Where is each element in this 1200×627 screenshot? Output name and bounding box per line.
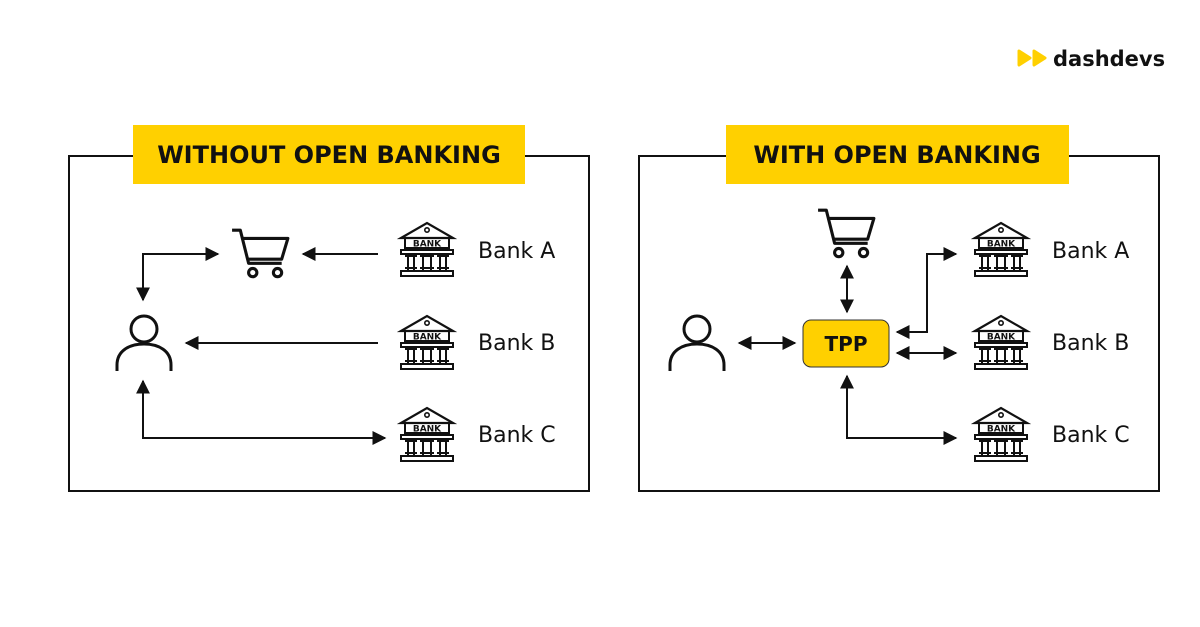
panel-title: WITHOUT OPEN BANKING bbox=[157, 141, 501, 169]
arrow-user-cart bbox=[136, 247, 220, 302]
arrow-user-bank-c bbox=[136, 379, 387, 445]
bank-b-label: Bank B bbox=[1052, 331, 1129, 356]
panel-without-open-banking: WITHOUT OPEN BANKING Bank A Bank B Bank … bbox=[68, 125, 590, 492]
bank-c-label: Bank C bbox=[1052, 423, 1130, 448]
arrow-tpp-bank-a bbox=[895, 247, 958, 339]
logo-text: dashdevs bbox=[1053, 47, 1165, 71]
panel-with-open-banking: WITH OPEN BANKING TPP Bank A Bank B Bank… bbox=[638, 125, 1160, 492]
bank-a-label: Bank A bbox=[478, 239, 555, 264]
bank-c-label: Bank C bbox=[478, 423, 556, 448]
bank-icon bbox=[973, 314, 1029, 371]
panel-title-box bbox=[133, 125, 525, 184]
bank-icon bbox=[973, 221, 1029, 278]
bank-a-label: Bank A bbox=[1052, 239, 1129, 264]
user-icon bbox=[668, 314, 726, 373]
user-icon bbox=[115, 314, 173, 373]
bank-icon bbox=[399, 406, 455, 463]
bank-icon bbox=[399, 314, 455, 371]
tpp-label: TPP bbox=[825, 332, 868, 356]
logo-play-icon bbox=[1032, 49, 1047, 67]
bank-b-label: Bank B bbox=[478, 331, 555, 356]
panel-title-box bbox=[726, 125, 1069, 184]
tpp-box bbox=[802, 319, 890, 368]
shopping-cart-icon bbox=[230, 228, 290, 279]
dashdevs-logo: dashdevs bbox=[1017, 47, 1165, 71]
shopping-cart-icon bbox=[816, 208, 876, 259]
bank-icon bbox=[973, 406, 1029, 463]
logo-play-icon bbox=[1017, 49, 1032, 67]
arrow-tpp-bank-c bbox=[840, 374, 958, 445]
bank-icon bbox=[399, 221, 455, 278]
panel-title: WITH OPEN BANKING bbox=[753, 141, 1040, 169]
